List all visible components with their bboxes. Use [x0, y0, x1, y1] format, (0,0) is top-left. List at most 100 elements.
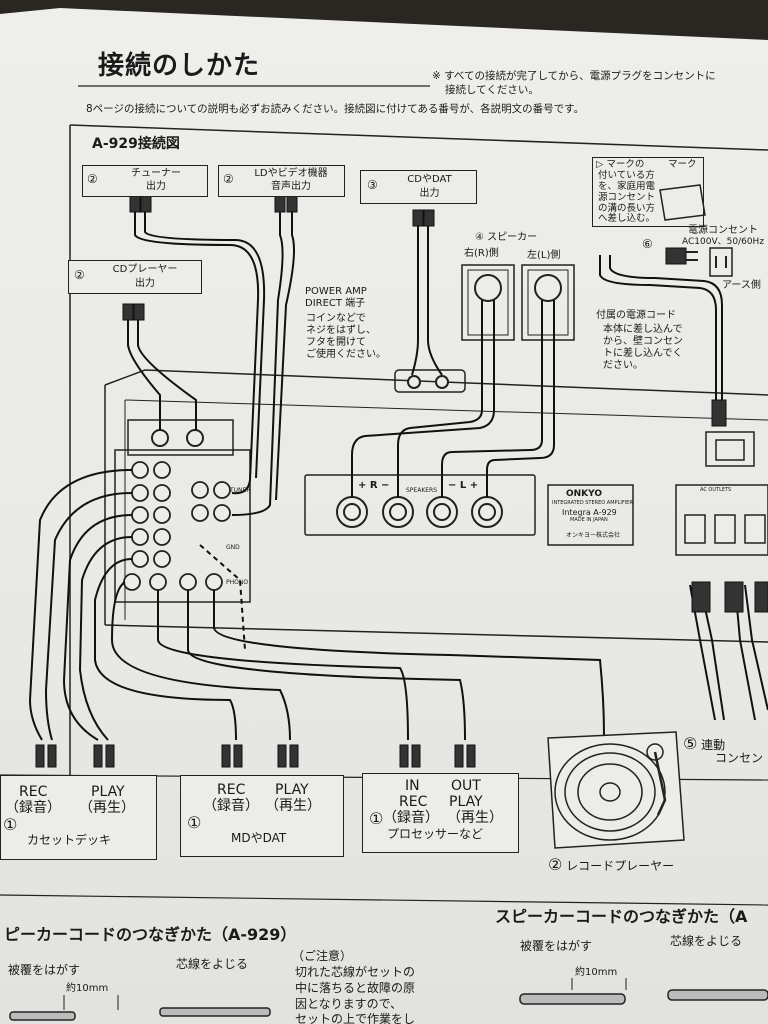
md-rec: REC: [217, 782, 246, 798]
cassette-num: ①: [3, 815, 18, 834]
processor-play-jp: （再生）: [447, 810, 503, 826]
md-rec-jp: （録音）: [203, 798, 259, 814]
tuner-num: ②: [87, 172, 98, 186]
footer-strip: 被覆をはがす: [8, 963, 81, 977]
md-dat-box: REC （録音） PLAY （再生） ① MDやDAT: [180, 775, 344, 857]
footer-right-strip: 被覆をはがす: [520, 939, 593, 953]
md-num: ①: [187, 813, 202, 832]
cd-player-label: CDプレーヤー: [112, 264, 178, 275]
outlet-spec: AC100V、50/60Hz: [682, 237, 765, 247]
caution-line1: 切れた芯線がセットの: [295, 965, 416, 979]
speaker-left-label: 左(L)側: [527, 250, 561, 261]
tuner-label: チューナー: [131, 168, 181, 179]
header-note-line2: 接続してください。: [445, 84, 539, 96]
plug-note-box: [592, 157, 704, 227]
processor-num: ①: [369, 809, 384, 828]
brand-logo: ONKYO: [566, 489, 603, 499]
plug-note-1: ▷ マークの: [596, 159, 645, 170]
cassette-deck-box: REC （録音） PLAY （再生） ① カセットデッキ: [0, 775, 157, 860]
cord-line1: 本体に差し込んで: [603, 324, 683, 335]
intro-text: 8ページの接続についての説明も必ずお読みください。接続図に付けてある番号が、各説…: [86, 103, 585, 115]
processor-rec-jp: （録音）: [383, 810, 439, 826]
linked-line1: 連動: [701, 738, 726, 752]
footer-right-twist: 芯線をよじる: [670, 934, 743, 948]
ld-video-sub: 音声出力: [271, 181, 311, 192]
processor-rec: REC: [399, 794, 428, 810]
cassette-rec: REC: [19, 784, 48, 800]
cd-dat-num: ③: [367, 178, 378, 192]
diagram-title: A-929接続図: [92, 136, 180, 152]
outlet-num: ⑥: [642, 237, 653, 251]
power-amp-line2: DIRECT 端子: [305, 298, 366, 309]
caution-line3: 因となりますので、: [295, 997, 403, 1011]
cord-line2: から、壁コンセン: [603, 336, 683, 347]
footer-twist: 芯線をよじる: [176, 957, 249, 971]
gnd-jack-label: GND: [226, 544, 240, 551]
nameplate-line1: INTEGRATED STEREO AMPLIFIER: [552, 500, 633, 506]
footer-right-length: 約10mm: [575, 967, 618, 978]
power-amp-line5: フタを開けて: [306, 337, 366, 348]
speaker-l-label: − L +: [448, 480, 479, 491]
power-amp-line1: POWER AMP: [305, 286, 367, 297]
nameplate-model: Integra A-929: [562, 508, 617, 517]
processor-out: OUT: [451, 778, 481, 794]
record-player-name: レコードプレーヤー: [566, 859, 675, 873]
speaker-label: ④ スピーカー: [475, 232, 537, 244]
power-amp-line4: ネジをはずし、: [306, 325, 376, 336]
md-name: MDやDAT: [231, 831, 287, 845]
speaker-text: スピーカー: [487, 232, 538, 243]
linked-num: ⑤: [683, 734, 698, 753]
md-play: PLAY: [275, 782, 309, 798]
ac-outlets-label: AC OUTLETS: [700, 487, 732, 493]
processor-in: IN: [405, 778, 420, 794]
ld-video-box: ② LDやビデオ機器 音声出力: [218, 165, 345, 197]
cd-dat-sub: 出力: [419, 188, 440, 199]
phono-jack-label: PHONO: [226, 579, 249, 586]
earth-label: アース側: [722, 280, 761, 291]
cd-dat-box: ③ CDやDAT 出力: [360, 170, 477, 204]
caution-line2: 中に落ちると故障の原: [295, 981, 416, 995]
cd-player-num: ②: [74, 268, 85, 282]
caution-line4: セットの上で作業をし: [295, 1012, 416, 1024]
ld-video-num: ②: [223, 172, 234, 186]
cd-player-sub: 出力: [135, 278, 155, 289]
ld-video-label: LDやビデオ機器: [254, 168, 328, 179]
plug-note-4: 源コンセント: [598, 192, 656, 203]
plug-mark-label: マーク: [668, 159, 697, 170]
plug-note-5: の溝の長い方: [598, 203, 656, 214]
nameplate-made: MADE IN JAPAN: [570, 517, 608, 523]
cord-line4: ださい。: [603, 360, 643, 371]
cd-dat-label: CDやDAT: [407, 174, 452, 185]
cassette-name: カセットデッキ: [27, 833, 112, 847]
footer-length: 約10mm: [66, 983, 109, 994]
speaker-right-label: 右(R)側: [464, 248, 499, 259]
record-player-label: ② レコードプレーヤー: [548, 855, 675, 874]
power-amp-line3: コインなどで: [306, 313, 366, 324]
speaker-num: ④: [475, 232, 484, 243]
footer-left-title: ピーカーコードのつなぎかた（A-929）: [4, 925, 297, 944]
cassette-rec-jp: （録音）: [5, 800, 61, 816]
processor-play: PLAY: [449, 794, 483, 810]
nameplate-maker: オンキヨー株式会社: [566, 532, 621, 539]
plug-note-2: 付いている方: [598, 170, 655, 181]
tuner-sub: 出力: [146, 181, 166, 192]
cassette-play-jp: （再生）: [79, 800, 135, 816]
record-player-num: ②: [548, 855, 563, 874]
page-title: 接続のしかた: [98, 51, 261, 81]
cassette-play: PLAY: [91, 784, 125, 800]
footer-right-title: スピーカーコードのつなぎかた（A: [495, 907, 748, 926]
speaker-r-label: + R −: [358, 480, 390, 491]
tuner-jack-label: TUNER: [230, 487, 251, 494]
plug-note-3: を、家庭用電: [598, 181, 656, 192]
power-amp-line6: ご使用ください。: [306, 349, 386, 360]
processor-box: IN OUT REC PLAY ① （録音） （再生） プロセッサーなど: [362, 773, 519, 853]
tuner-box: ② チューナー 出力: [82, 165, 208, 197]
md-play-jp: （再生）: [265, 798, 321, 814]
cord-line3: トに差し込んでく: [603, 348, 683, 359]
outlet-title: 電源コンセント: [688, 225, 758, 236]
linked-outlet-label: ⑤ 連動: [683, 734, 726, 753]
cord-title: 付属の電源コード: [596, 310, 676, 321]
speakers-panel-label: SPEAKERS: [406, 487, 438, 494]
